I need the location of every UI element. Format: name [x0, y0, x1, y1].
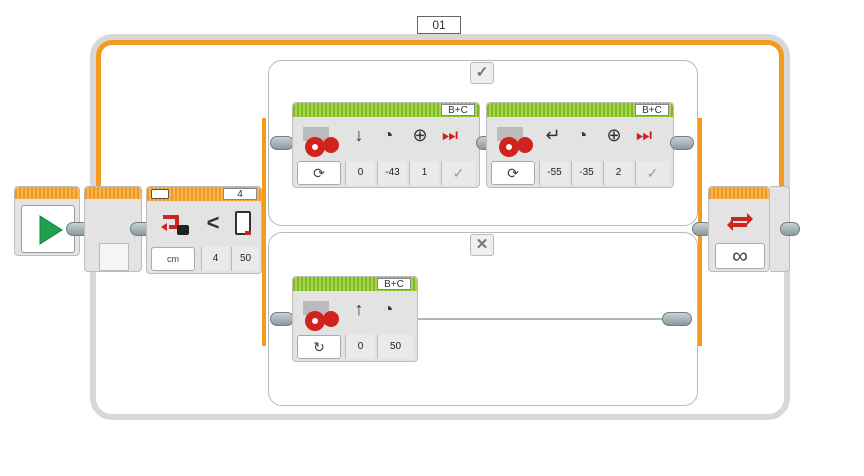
- large-motor-icon: [301, 123, 341, 159]
- centimeters-mode-icon[interactable]: cm: [151, 247, 195, 271]
- compare-value[interactable]: 4: [201, 247, 229, 271]
- ultrasonic-sensor-icon: [235, 211, 251, 235]
- loop-sequence-wire: [96, 40, 784, 190]
- switch-port-label[interactable]: 4: [223, 188, 257, 200]
- loop-end-block[interactable]: ∞: [708, 186, 770, 272]
- motor-port[interactable]: B+C: [377, 278, 411, 290]
- rotations-mode-icon[interactable]: ⟳: [297, 161, 341, 185]
- brake-icon: ⏭: [635, 125, 653, 145]
- power-value[interactable]: -43: [377, 161, 407, 185]
- infinity-icon[interactable]: ∞: [715, 243, 765, 269]
- rotations-count-icon: ⊕: [606, 125, 622, 145]
- brake-value[interactable]: ✓: [635, 161, 669, 185]
- switch-left-bracket: [262, 118, 266, 346]
- move-steering-block[interactable]: B+C ↓ ◔ ⊕ ⏭ ⟳ 0 -43 1 ✓: [292, 102, 480, 188]
- rotations-value[interactable]: 1: [409, 161, 439, 185]
- motor3-in-connector: [270, 312, 294, 326]
- loop-start-tab: [99, 243, 129, 271]
- arrow-turn-left-icon: ↵: [545, 125, 561, 145]
- power-gauge-icon: ◔: [382, 299, 394, 319]
- loop-start-block[interactable]: [84, 186, 142, 272]
- loop-start-grip: [85, 187, 141, 199]
- arrow-down-icon: ↓: [354, 125, 364, 145]
- motor-port[interactable]: B+C: [441, 104, 475, 116]
- large-motor-icon: [495, 123, 535, 159]
- large-motor-icon: [301, 297, 341, 333]
- rotations-mode-icon[interactable]: ⟳: [491, 161, 535, 185]
- power-gauge-icon: ◔: [382, 125, 394, 145]
- brake-value[interactable]: ✓: [441, 161, 475, 185]
- power-value[interactable]: 50: [377, 335, 413, 359]
- tab-true-case[interactable]: ✓: [470, 62, 494, 84]
- move-steering-block[interactable]: B+C ↑ ◔ ↻ 0 50: [292, 276, 418, 362]
- tab-false-case[interactable]: ✕: [470, 234, 494, 256]
- mode-text: cm: [167, 254, 179, 264]
- false-case-wire: [418, 318, 664, 320]
- steering-value[interactable]: 0: [345, 161, 375, 185]
- loop-mode-icon: [723, 207, 757, 237]
- false-case-out-connector: [662, 312, 692, 326]
- compare-symbol[interactable]: <: [206, 210, 220, 235]
- switch-block[interactable]: 4 < cm 4 50: [146, 186, 262, 274]
- steering-value[interactable]: -55: [539, 161, 569, 185]
- power-value[interactable]: -35: [571, 161, 601, 185]
- power-gauge-icon: ◔: [576, 125, 588, 145]
- loop-end-connector: [780, 222, 800, 236]
- start-block-grip: [15, 187, 79, 199]
- switch-view-icon[interactable]: [151, 189, 169, 199]
- motor1-in-connector: [270, 136, 294, 150]
- motor2-out-connector: [670, 136, 694, 150]
- loop-name-label[interactable]: 01: [417, 16, 461, 34]
- motor-grip: [487, 103, 673, 117]
- brake-icon: ⏭: [441, 125, 459, 145]
- rotations-count-icon: ⊕: [412, 125, 428, 145]
- move-steering-block[interactable]: B+C ↵ ◔ ⊕ ⏭ ⟳ -55 -35 2 ✓: [486, 102, 674, 188]
- steering-value[interactable]: 0: [345, 335, 375, 359]
- motor-grip: [293, 103, 479, 117]
- start-block[interactable]: [14, 186, 80, 256]
- switch-icon: [157, 209, 191, 239]
- threshold-value[interactable]: 50: [231, 247, 259, 271]
- loop-end-grip: [709, 187, 769, 199]
- arrow-up-icon: ↑: [354, 299, 364, 319]
- rotations-value[interactable]: 2: [603, 161, 633, 185]
- motor-port[interactable]: B+C: [635, 104, 669, 116]
- on-mode-icon[interactable]: ↻: [297, 335, 341, 359]
